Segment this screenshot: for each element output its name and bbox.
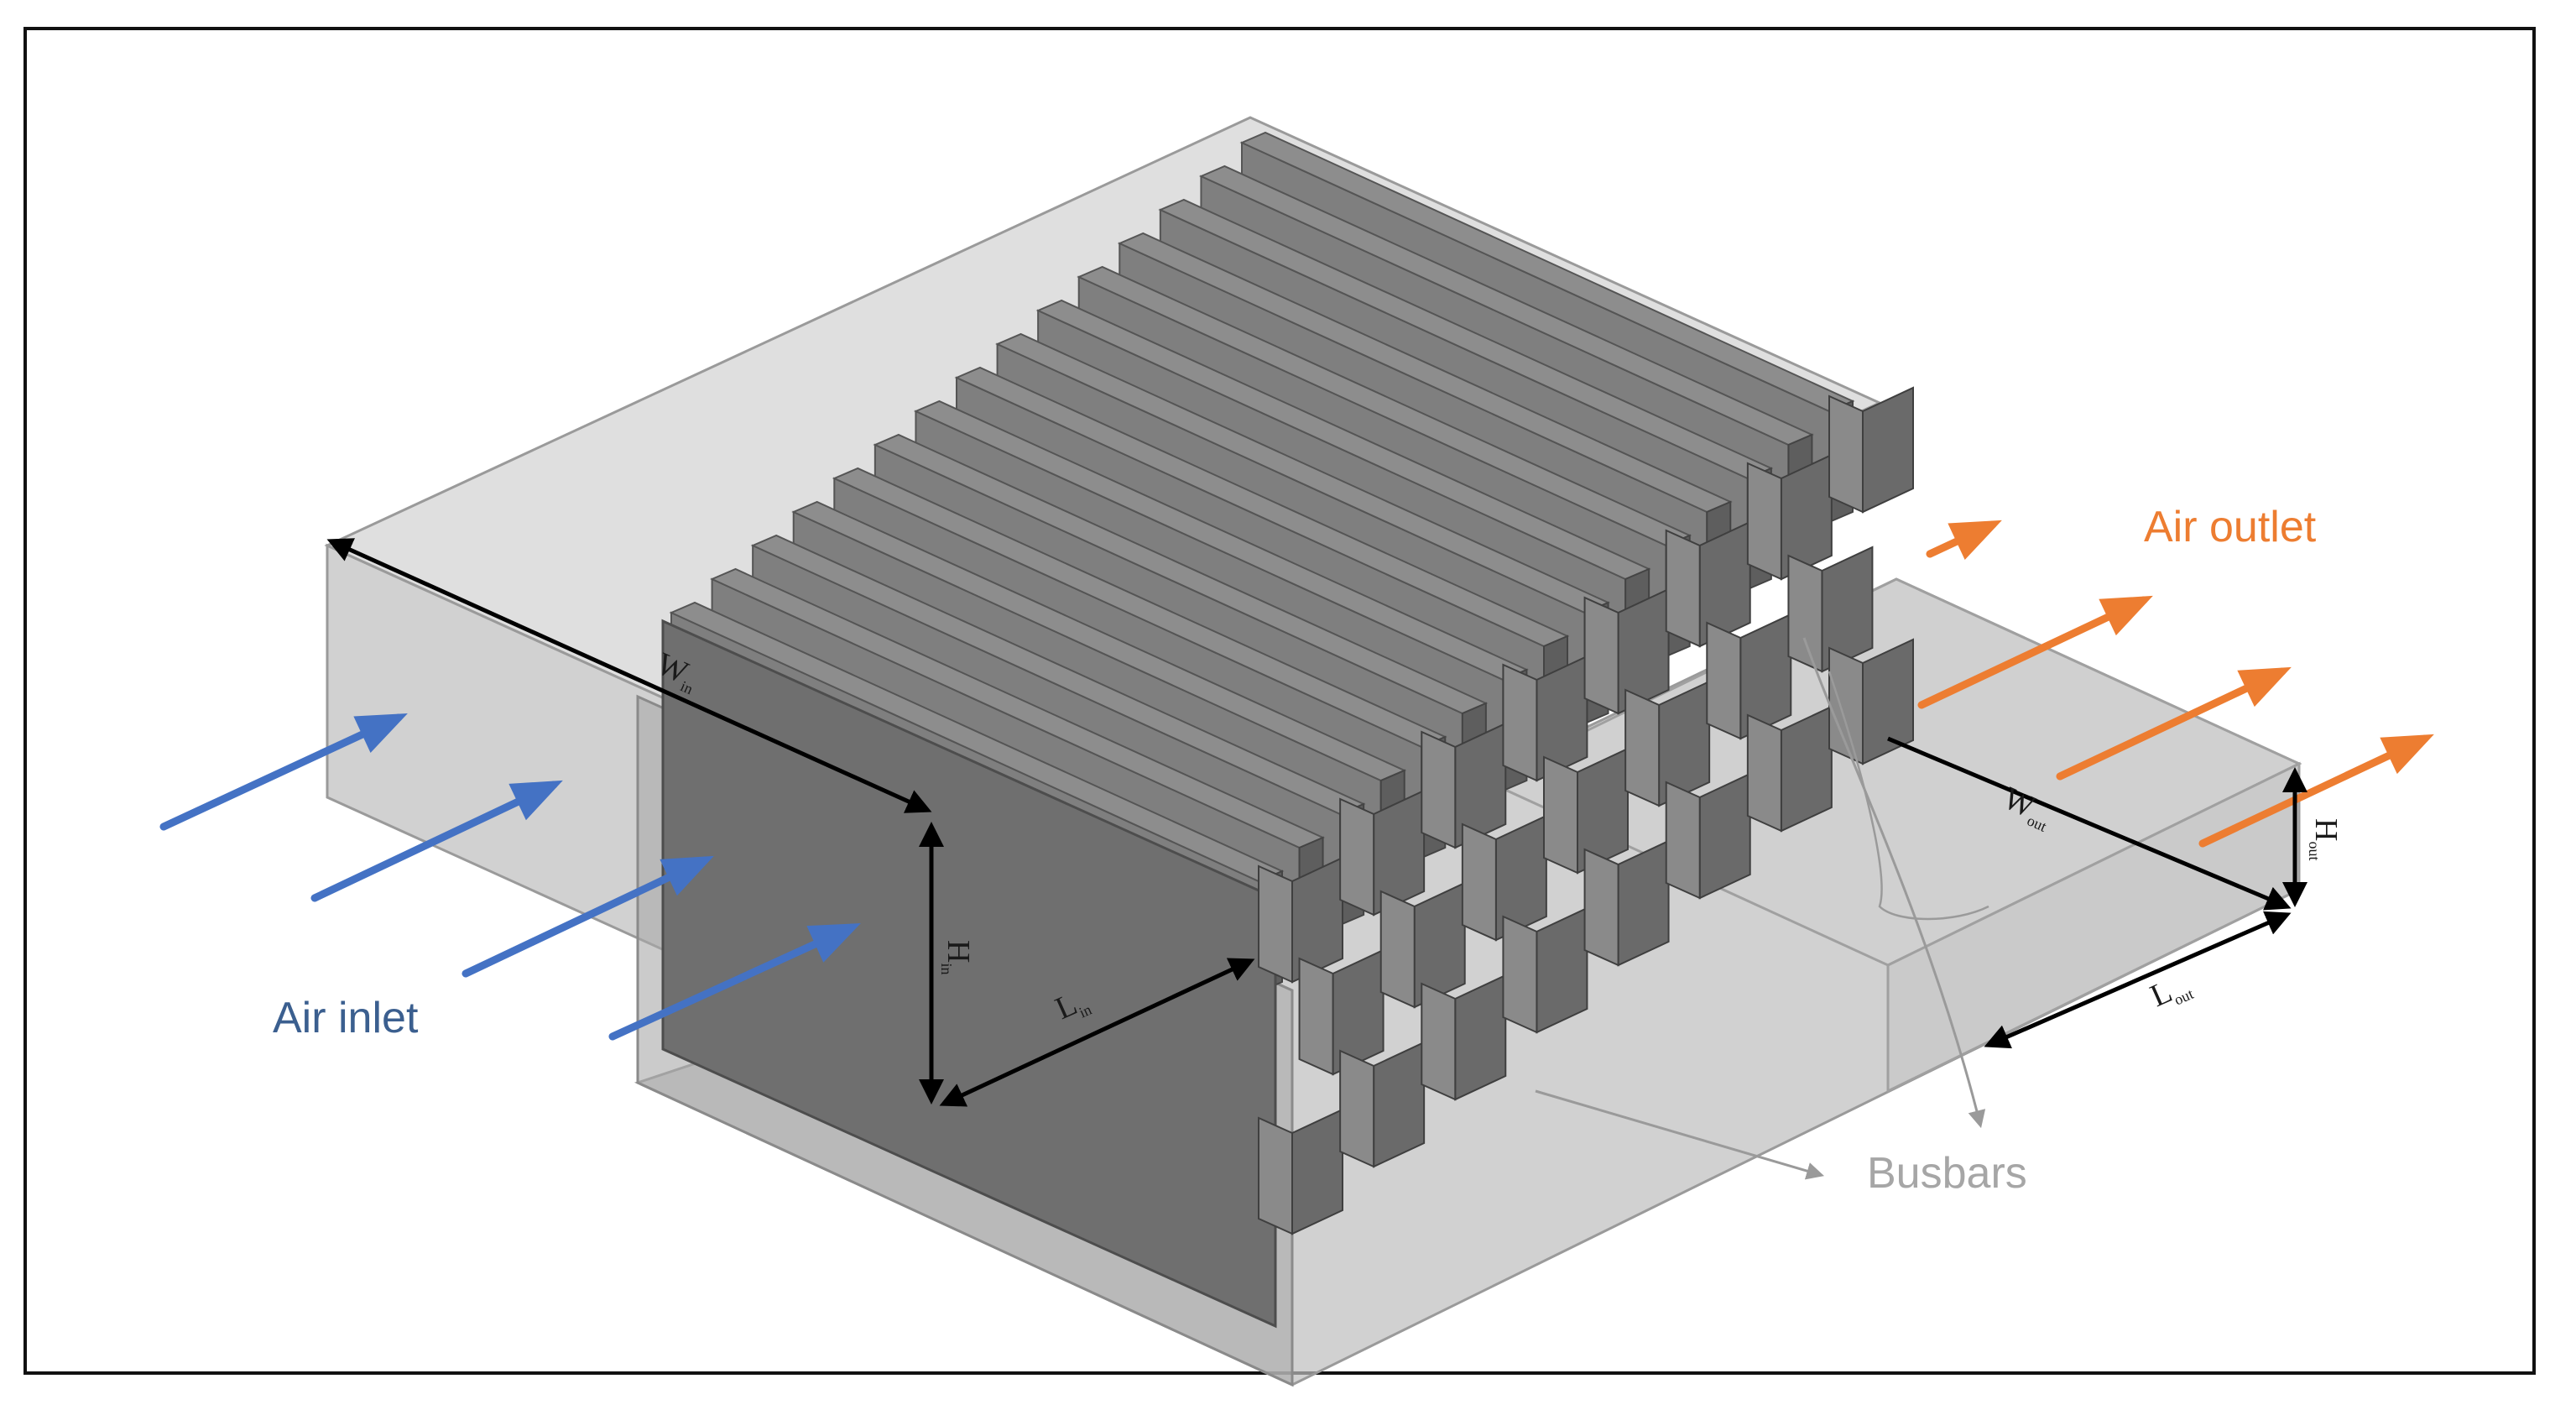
busbar-block-side	[1543, 755, 1578, 875]
busbar-block-side	[1828, 646, 1864, 765]
air-inlet-label: Air inlet	[273, 994, 419, 1042]
inlet-arrow-3-head	[660, 855, 714, 896]
battery-cells	[669, 131, 1855, 994]
busbar-block-side	[1502, 915, 1538, 1034]
dimension-lines	[326, 538, 2307, 1107]
inlet-arrow-3	[461, 856, 709, 978]
busbar-leader-3	[1828, 671, 1989, 921]
busbars-label: Busbars	[1867, 1149, 2027, 1198]
busbar-block-side	[1421, 982, 1457, 1101]
busbar-block-side	[1502, 663, 1538, 782]
busbar-block-side	[1746, 713, 1782, 833]
busbar-block-side	[1421, 730, 1457, 849]
inlet-arrow-4	[608, 923, 856, 1041]
outlet-arrow-4-head	[2380, 734, 2434, 775]
outlet-arrow-2	[1917, 596, 2148, 709]
busbar-block-side	[1828, 394, 1864, 514]
busbar-block-side	[1787, 554, 1823, 673]
w-in-line	[326, 538, 932, 813]
air-outlet-label: Air outlet	[2144, 503, 2317, 551]
busbar-block-side	[1339, 797, 1375, 916]
busbar-block-side	[1258, 1116, 1293, 1235]
busbar-block-side	[1339, 1049, 1375, 1168]
busbar-blocks	[1258, 386, 1914, 1235]
busbar-block-side	[1665, 529, 1701, 648]
busbar-block-side	[1706, 621, 1742, 740]
busbar-block-side	[1258, 864, 1293, 984]
busbar-block-side	[1746, 462, 1782, 581]
busbar-leader-2	[1802, 637, 1986, 1129]
l-out-line	[1984, 911, 2292, 1049]
w-out-line	[1887, 736, 2292, 911]
h-in-label: Hin	[938, 940, 976, 974]
busbar-block-side	[1624, 688, 1661, 807]
busbar-block-side	[1583, 848, 1619, 967]
busbar-block-side	[1379, 890, 1416, 1009]
busbar-block-side	[1583, 596, 1619, 715]
h-out-label: Hout	[2306, 818, 2344, 860]
outlet-arrow-4	[2198, 734, 2429, 848]
l-in-line	[939, 958, 1255, 1107]
outlet-arrow-3	[2056, 667, 2287, 781]
outlet-arrow-2-head	[2099, 595, 2153, 636]
outlet-arrow-1-head	[1948, 520, 2002, 561]
busbar-block-side	[1298, 957, 1334, 1076]
busbar-block-side	[1665, 781, 1701, 900]
busbar-leaders	[1535, 637, 1989, 1180]
outlet-arrows	[1917, 520, 2434, 848]
outlet-arrow-3-head	[2237, 666, 2292, 708]
busbar-leader-1	[1535, 1089, 1825, 1180]
busbar-block-side	[1461, 822, 1497, 942]
inlet-arrow-4-head	[806, 923, 861, 963]
